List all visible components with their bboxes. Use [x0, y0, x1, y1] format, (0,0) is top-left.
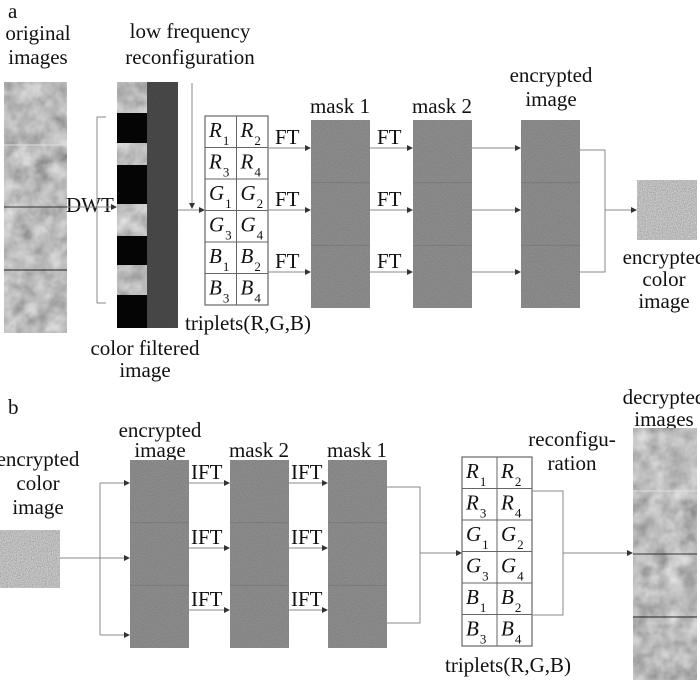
- dwt-label: DWT: [66, 193, 114, 217]
- reconfiguration-label-1: reconfigu-: [528, 427, 615, 451]
- merge-bracket-a: [580, 149, 636, 273]
- color-filtered-image: [117, 82, 178, 328]
- ift-label: IFT: [191, 460, 223, 484]
- encrypted-image-label-b2: image: [134, 438, 185, 462]
- table-cell: R4: [240, 150, 262, 180]
- split-bracket-b: [60, 483, 101, 635]
- encrypted-image-label-a1: encrypted: [510, 63, 593, 87]
- encrypted-image-b: [130, 460, 189, 648]
- table-cell: R2: [500, 459, 521, 489]
- decrypted-images-strip: [633, 428, 697, 680]
- enc-color-label-a2: color: [642, 267, 685, 291]
- encrypted-color-image-b: [0, 530, 60, 588]
- table-cell: G1: [209, 181, 232, 211]
- ift-label: IFT: [291, 460, 323, 484]
- table-cell: R4: [500, 491, 522, 521]
- table-cell: R1: [465, 459, 486, 489]
- ft-label: FT: [377, 125, 402, 149]
- table-cell: B3: [466, 617, 486, 647]
- table-cell: B4: [501, 617, 522, 647]
- mask2-label-a: mask 2: [412, 94, 472, 118]
- encrypted-image-label-a2: image: [525, 87, 576, 111]
- table-cell: G4: [241, 213, 264, 243]
- original-images-label-2: images: [8, 45, 67, 69]
- merge-bracket-b: [387, 486, 461, 624]
- table-cell: G4: [501, 554, 524, 584]
- ft-label: FT: [275, 187, 300, 211]
- low-frequency-label-2: reconfiguration: [125, 45, 255, 69]
- mask2-b: [230, 460, 289, 648]
- reconfiguration-label-2: ration: [548, 451, 597, 475]
- decrypted-images-label-1: decrypted: [623, 385, 700, 409]
- table-cell: B1: [466, 585, 486, 615]
- triplets-label-b: triplets(R,G,B): [445, 653, 571, 677]
- original-images-strip: [4, 82, 67, 333]
- table-cell: G2: [241, 181, 264, 211]
- table-cell: G1: [466, 522, 489, 552]
- enc-color-label-b2: color: [16, 471, 59, 495]
- table-cell: B2: [241, 244, 261, 274]
- enc-color-label-b3: image: [12, 495, 63, 519]
- enc-color-label-b1: encrypted: [0, 447, 80, 471]
- table-cell: G2: [501, 522, 524, 552]
- reconfig-bracket-b: [532, 490, 632, 616]
- table-cell: B4: [241, 276, 262, 306]
- mask1-label-a: mask 1: [310, 94, 370, 118]
- mask1-a: [311, 120, 370, 308]
- enc-color-label-a1: encrypted: [623, 245, 700, 269]
- table-cell: B3: [209, 276, 229, 306]
- triplets-label-a: triplets(R,G,B): [185, 311, 311, 335]
- color-filtered-label-2: image: [119, 358, 170, 382]
- enc-color-label-a3: image: [638, 289, 689, 313]
- bracket: [96, 116, 106, 304]
- table-cell: G3: [209, 213, 232, 243]
- encrypted-image-label-b1: encrypted: [119, 418, 202, 442]
- ft-label: FT: [377, 249, 402, 273]
- mask2-label-b: mask 2: [229, 438, 289, 462]
- ft-label: FT: [275, 249, 300, 273]
- low-frequency-label-1: low frequency: [130, 19, 251, 43]
- table-cell: B1: [209, 244, 229, 274]
- table-cell: R2: [240, 118, 261, 148]
- table-cell: R3: [465, 491, 486, 521]
- encrypted-image-a: [521, 120, 580, 308]
- mask2-a: [413, 120, 472, 308]
- ft-label: FT: [377, 187, 402, 211]
- table-cell: B2: [501, 585, 521, 615]
- original-images-label-1: original: [5, 21, 70, 45]
- ift-label: IFT: [291, 587, 323, 611]
- color-filtered-label-1: color filtered: [90, 336, 200, 360]
- decrypted-images-label-2: images: [634, 407, 693, 431]
- ift-label: IFT: [191, 525, 223, 549]
- panel-a-label: a: [8, 0, 18, 23]
- mask1-label-b: mask 1: [327, 438, 387, 462]
- ft-label: FT: [275, 125, 300, 149]
- table-cell: G3: [466, 554, 489, 584]
- table-cell: R3: [208, 150, 229, 180]
- table-cell: R1: [208, 118, 229, 148]
- ift-label: IFT: [191, 587, 223, 611]
- encrypted-color-image-a: [637, 180, 697, 240]
- panel-b-label: b: [8, 395, 19, 419]
- ift-label: IFT: [291, 525, 323, 549]
- mask1-b: [328, 460, 387, 648]
